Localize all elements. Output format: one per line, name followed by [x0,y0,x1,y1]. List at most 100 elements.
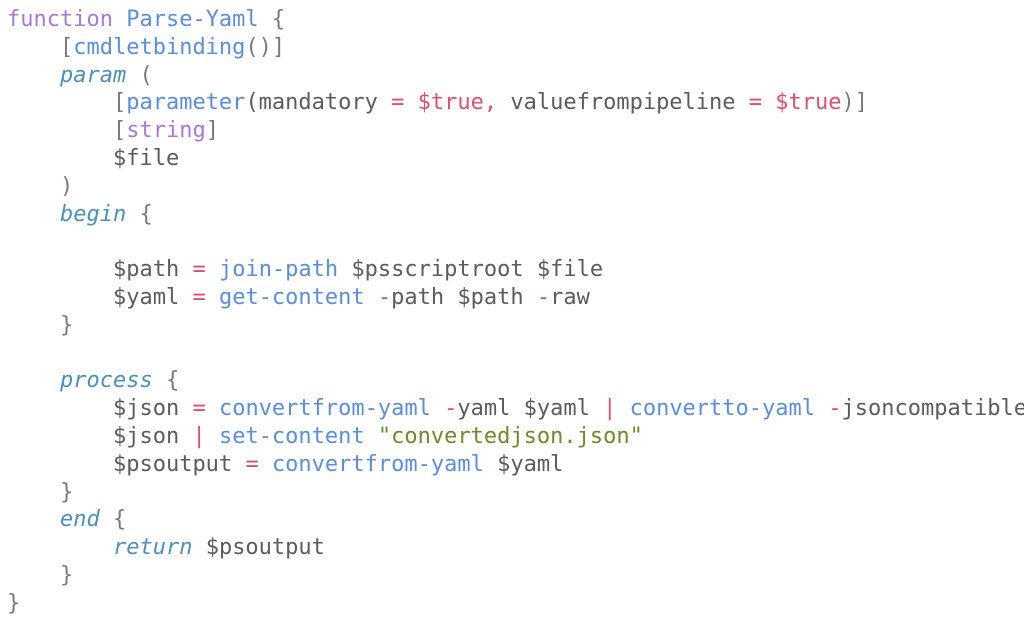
code-token: $path [112,257,180,283]
code-token: = [192,257,206,283]
code-line: } [7,562,1024,590]
code-token [259,452,272,477]
code-token [179,257,192,282]
code-line: begin { [7,201,1024,229]
code-token: $true [775,90,842,116]
code-token [179,285,192,310]
code-token [7,396,113,421]
code-token: $yaml [112,284,180,310]
code-token: parameter [126,90,246,116]
code-token [365,424,378,449]
code-line: [string] [7,117,1024,145]
code-line: } [7,590,1024,618]
code-token: param [59,62,127,88]
code-token: } [59,479,74,505]
code-token [7,424,113,449]
code-token [7,146,113,171]
code-token: Parse-Yaml [126,7,259,32]
code-line: param ( [7,62,1024,90]
code-token [815,396,828,421]
code-token: function [7,7,127,32]
code-token: convertfrom-yaml [218,396,431,422]
code-token: $true [417,90,484,116]
code-token [7,480,60,505]
code-token [206,285,219,310]
code-line: [cmdletbinding()] [7,34,1024,62]
code-token: { [126,201,153,227]
code-token: $json [112,396,180,422]
code-token: [ [112,118,127,144]
code-line: } [7,479,1024,507]
code-token [616,396,629,421]
code-token [7,368,60,393]
code-token [232,452,245,477]
code-line: $yaml = get-content -path $path -raw [7,284,1024,312]
code-token: (mandatory [245,90,392,116]
code-token: process [59,368,153,394]
code-token: path $path [391,284,537,310]
code-token: raw [550,284,590,310]
code-token: $file [112,145,180,171]
code-block[interactable]: function Parse-Yaml { [cmdletbinding()] … [7,6,1024,618]
code-token: begin [59,201,127,227]
code-token [762,90,775,115]
code-token: jsoncompatible [841,396,1024,422]
code-line: end { [7,506,1024,534]
code-token: ( [126,62,153,88]
code-token: { [152,368,180,394]
code-token [7,202,60,227]
code-token [206,257,219,282]
code-token: } [59,562,74,588]
code-line: return $psoutput [7,534,1024,562]
code-token [7,313,60,338]
code-token: ()] [245,34,286,60]
code-token [179,396,192,421]
code-token: end [59,507,100,533]
code-token [404,90,417,115]
code-token [7,257,113,282]
code-token [7,285,113,310]
code-token: set-content [218,423,365,449]
code-line: process { [7,367,1024,395]
code-token: return [112,535,193,561]
code-token: cmdletbinding [73,34,246,60]
code-token [7,35,60,60]
code-token: ] [205,118,219,144]
code-token: convertto-yaml [629,396,816,422]
code-token: $psoutput [112,451,233,477]
code-token: string [126,118,206,144]
code-token [431,396,444,421]
code-token: $yaml [483,451,564,477]
code-line: function Parse-Yaml { [7,6,1024,34]
code-token: [ [59,34,74,60]
code-token: | [603,396,617,422]
code-token: | [192,423,206,449]
code-token [7,63,60,88]
code-line [7,228,1024,256]
code-token: $json [112,423,180,449]
code-line: $json = convertfrom-yaml -yaml $yaml | c… [7,395,1024,423]
code-line: $json | set-content "convertedjson.json" [7,423,1024,451]
code-token [7,90,113,115]
code-token [7,452,113,477]
code-token: - [536,284,551,310]
code-token: = [192,284,206,310]
code-token: )] [841,90,869,116]
code-token: [ [112,90,127,116]
code-token [365,285,378,310]
code-token: - [377,284,392,310]
code-line: ) [7,173,1024,201]
code-token: - [444,396,458,422]
code-token: ) [59,173,74,199]
code-line: [parameter(mandatory = $true, valuefromp… [7,89,1024,117]
code-token: = [192,396,206,422]
code-token: } [7,590,21,616]
code-token: $psscriptroot $file [338,257,604,283]
code-token: yaml $yaml [457,396,604,422]
code-token: = [748,90,763,116]
code-line: $path = join-path $psscriptroot $file [7,256,1024,284]
code-token: , [483,90,498,116]
code-token: get-content [218,284,365,310]
code-token: convertfrom-yaml [271,451,484,477]
